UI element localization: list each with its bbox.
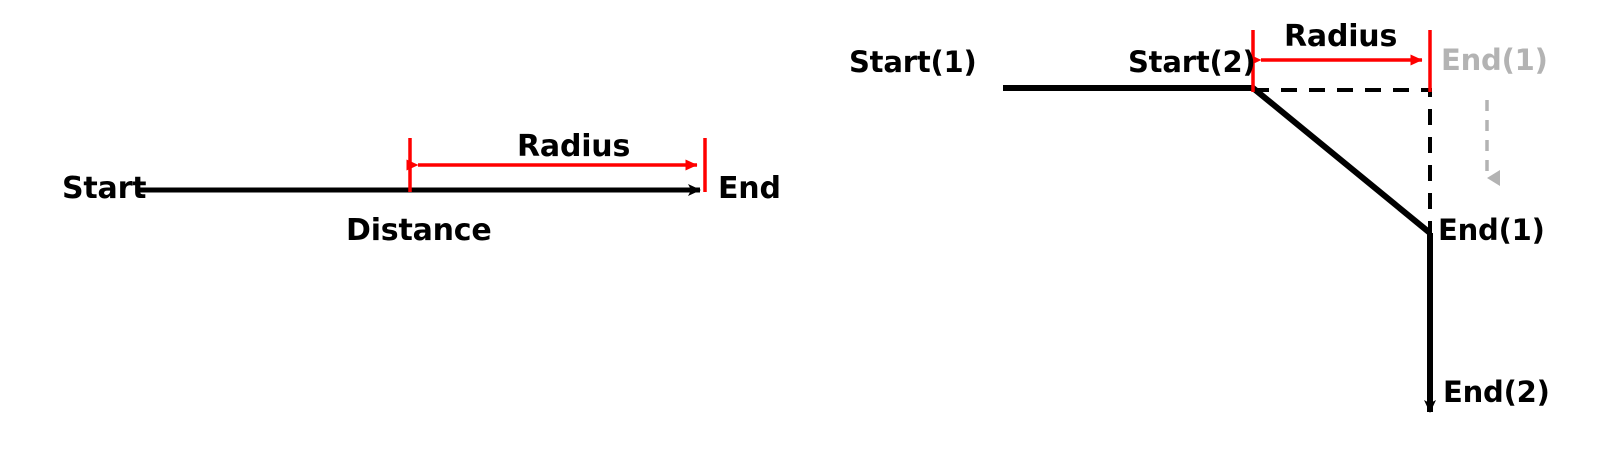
left-panel-group xyxy=(140,138,707,196)
label-end: End xyxy=(718,171,781,206)
right-panel-group xyxy=(1003,30,1500,413)
label-end-1: End(1) xyxy=(1438,213,1545,247)
label-radius-right: Radius xyxy=(1284,19,1398,54)
label-start: Start xyxy=(62,171,147,206)
label-start-1: Start(1) xyxy=(849,45,977,79)
label-end-1-ghost: End(1) xyxy=(1441,43,1548,77)
label-end-2: End(2) xyxy=(1443,375,1550,409)
label-distance: Distance xyxy=(346,213,492,248)
horizontal-diagonal-segments xyxy=(1003,85,1432,236)
label-radius-left: Radius xyxy=(517,129,631,164)
label-start-2: Start(2) xyxy=(1128,45,1256,79)
